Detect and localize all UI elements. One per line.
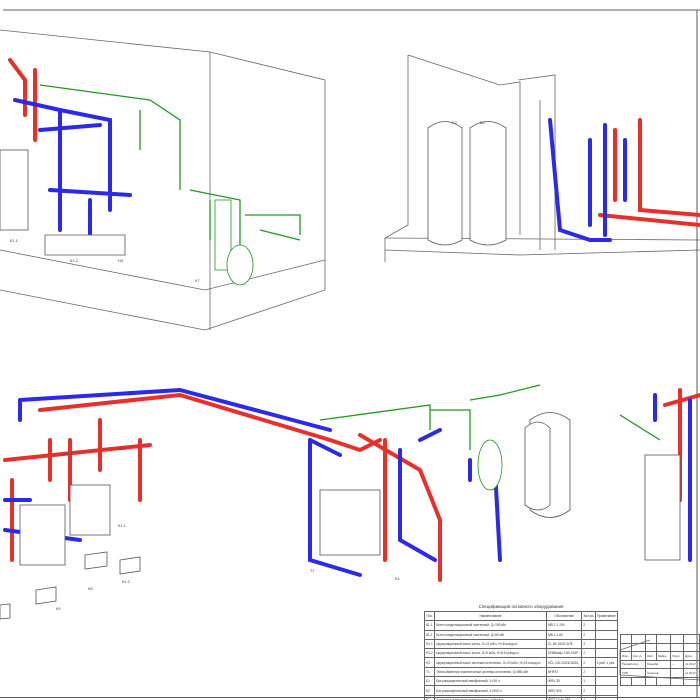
table-cell (594, 620, 619, 631)
col-designation: Обозначение (546, 610, 583, 622)
svg-text:Т1: Т1 (310, 568, 315, 573)
supply-pipes (3, 58, 700, 582)
table-cell: 2 (581, 629, 596, 640)
table-cell: Н3 (423, 657, 436, 668)
svg-text:К7: К7 (195, 278, 200, 283)
svg-text:Б2: Б2 (480, 120, 486, 125)
table-cell: ECL 100-200/4/15/2/L (546, 657, 583, 668)
walls (0, 9, 700, 697)
table-header-row: Поз. Наименование Обозначение Кол-во При… (423, 610, 619, 622)
table-cell (594, 638, 619, 650)
table-cell: Теплообменник пластинчатый системы отопл… (434, 666, 548, 678)
col-note: Примечание (594, 610, 619, 622)
title-block-row: Разработал Гвахаба ~ 11.2017 (619, 659, 700, 669)
table-cell: 2 (581, 638, 596, 650)
table-cell: Бак расширительный мембранный, V=500 л (434, 685, 548, 696)
specification-title: Спецификация основного оборудования (478, 604, 564, 609)
table-cell: Н1.2 (423, 648, 436, 659)
table-cell: 1 раб, 1 рез. (594, 657, 619, 668)
table-cell: 2 (581, 685, 596, 696)
water-pipes (39, 84, 661, 450)
svg-text:Б2: Б2 (452, 120, 458, 125)
table-cell (594, 648, 619, 659)
table-cell: Циркуляционный насос котла, G=5 м3/ч, H=… (434, 648, 548, 659)
table-cell (594, 685, 619, 696)
col-pos: Поз. (423, 610, 436, 622)
table-cell: 1 (581, 676, 596, 687)
table-cell (594, 676, 619, 687)
table-cell: 2 (581, 648, 596, 659)
title-block-row: ГИП Сергеев 11.2017 (619, 668, 700, 678)
table-cell: 2 (581, 657, 596, 668)
table-cell: DNMbasic 3 80-100F (546, 648, 583, 659)
table-cell: Бак расширительный мембранный, V=35 л (434, 676, 548, 687)
table-cell: Т1 (423, 666, 436, 678)
table-cell (594, 666, 619, 678)
table-cell: CL 65-190/2.2/2K (546, 638, 583, 650)
table-cell: К1.2 (423, 629, 436, 640)
equipment-specification: Спецификация основного оборудования Поз.… (423, 604, 619, 700)
table-cell: 2 (581, 666, 596, 678)
col-qty: Кол-во (581, 610, 596, 622)
svg-text:К1.2: К1.2 (70, 258, 79, 263)
table-cell: Н1.1 (423, 638, 436, 650)
svg-text:Н3: Н3 (118, 258, 124, 263)
table-cell: WRV 35 (546, 676, 583, 687)
table-cell: WRV 500 (546, 685, 583, 696)
table-cell: Б2 (423, 685, 436, 696)
table-cell: К1.1 (423, 620, 436, 631)
title-block: Изм. Кол.уч Лист №Док. Подп. Дата Разраб… (619, 634, 700, 686)
specification-table: Поз. Наименование Обозначение Кол-во При… (423, 610, 619, 700)
table-cell: MB 2.1-80 (546, 629, 583, 640)
svg-text:К1.2: К1.2 (122, 579, 131, 584)
table-cell: Циркуляционный насос системы отопления, … (434, 657, 548, 668)
svg-text:Н1.1: Н1.1 (64, 451, 73, 456)
table-cell: MB 2.1-199 (546, 620, 583, 631)
green-tanks (214, 199, 503, 491)
col-name: Наименование (434, 610, 548, 622)
table-cell: 2 (581, 620, 596, 631)
tanks (0, 121, 681, 620)
title-block-header: Изм. Кол.уч Лист №Док. Подп. Дата (619, 651, 700, 661)
table-cell: Циркуляционный насос котла, G=11 м3/ч, H… (434, 638, 548, 650)
svg-text:К8: К8 (88, 586, 93, 591)
table-cell: Б1 (423, 676, 436, 687)
svg-text:Н1.2: Н1.2 (118, 446, 127, 451)
frame-border (0, 697, 700, 698)
table-cell: Котел конденсационный настенный, Q=80 кВ… (434, 629, 548, 640)
signature: ~ (670, 659, 685, 669)
position-labels: К1.1 К1.2 Н3 К7 Б2 Б2 К1.1 К1.2 К8 К9 Н1… (10, 120, 486, 611)
svg-text:К1.1: К1.1 (10, 238, 19, 243)
table-cell: Котел конденсационный настенный, Q=199 к… (434, 620, 548, 631)
svg-text:К9: К9 (56, 606, 61, 611)
svg-text:Б1: Б1 (395, 576, 401, 581)
table-cell (594, 629, 619, 640)
svg-text:К1.1: К1.1 (118, 523, 127, 528)
table-cell: NHP47 (546, 666, 583, 678)
